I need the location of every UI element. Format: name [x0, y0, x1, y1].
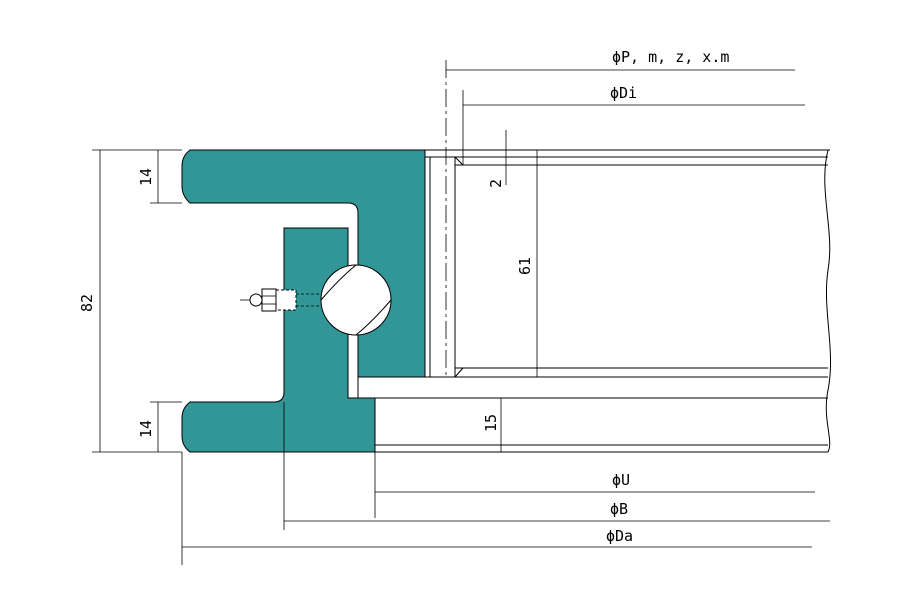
u-diameter-label: ϕU [612, 471, 630, 489]
b-diameter-label: ϕB [610, 500, 628, 518]
grease-nipple [240, 288, 322, 312]
pitch-label: ϕP, m, z, x.m [612, 48, 729, 66]
tooth-height-label: 61 [516, 257, 534, 275]
bottom-gap-label: 15 [482, 414, 500, 432]
dimension-labels: ϕP, m, z, x.m ϕDi ϕU ϕB ϕDa 82 14 14 2 6… [78, 48, 729, 545]
inner-diameter-label: ϕDi [610, 84, 637, 102]
total-height-label: 82 [78, 294, 96, 312]
outer-diameter-label: ϕDa [606, 527, 633, 545]
bearing-ball [320, 264, 392, 336]
dimension-lines [92, 69, 830, 565]
bottom-flange-label: 14 [137, 420, 155, 438]
top-flange-label: 14 [137, 168, 155, 186]
tooth-top-gap-label: 2 [487, 179, 505, 188]
